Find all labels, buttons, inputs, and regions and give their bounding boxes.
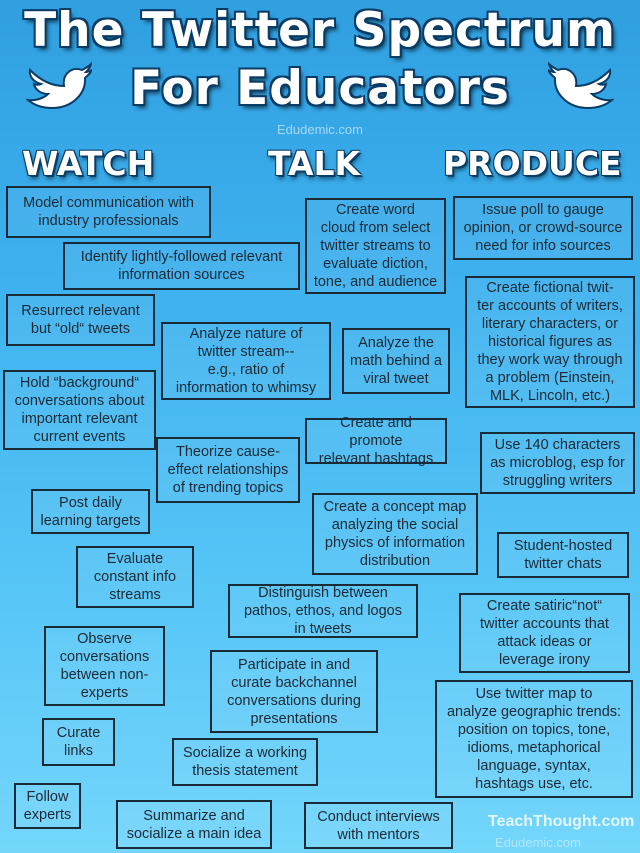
credit-bottom: Edudemic.com bbox=[495, 835, 581, 850]
spectrum-box: Create satiric“not“ twitter accounts tha… bbox=[459, 593, 630, 673]
spectrum-box: Post daily learning targets bbox=[31, 489, 150, 534]
spectrum-box: Create and promote relevant hashtags bbox=[305, 415, 447, 467]
page-title-line1: The Twitter Spectrum bbox=[24, 3, 616, 58]
spectrum-box: Issue poll to gauge opinion, or crowd-so… bbox=[453, 196, 633, 260]
spectrum-box: Evaluate constant info streams bbox=[76, 546, 194, 608]
spectrum-box: Summarize and socialize a main idea bbox=[116, 800, 272, 849]
spectrum-box: Student-hosted twitter chats bbox=[497, 532, 629, 578]
spectrum-box: Resurrect relevant but “old“ tweets bbox=[6, 294, 155, 346]
spectrum-box: Create a concept map analyzing the socia… bbox=[312, 493, 478, 575]
spectrum-box: Conduct interviews with mentors bbox=[304, 802, 453, 849]
spectrum-box: Create fictional twit- ter accounts of w… bbox=[465, 276, 635, 408]
spectrum-box: Model communication with industry profes… bbox=[6, 186, 211, 238]
brand-footer: TeachThought.com bbox=[488, 813, 635, 830]
spectrum-box: Use 140 characters as microblog, esp for… bbox=[480, 432, 635, 494]
spectrum-box: Analyze the math behind a viral tweet bbox=[342, 328, 450, 394]
page-title-line2: For Educators bbox=[130, 61, 510, 116]
spectrum-box: Hold “background“ conversations about im… bbox=[3, 370, 156, 450]
spectrum-box: Observe conversations between non- exper… bbox=[44, 626, 165, 706]
column-heading-produce: PRODUCE bbox=[443, 144, 622, 183]
spectrum-box: Analyze nature of twitter stream-- e.g.,… bbox=[161, 322, 331, 400]
spectrum-box: Curate links bbox=[42, 718, 115, 766]
spectrum-box: Create word cloud from select twitter st… bbox=[305, 198, 446, 294]
column-heading-watch: WATCH bbox=[22, 144, 155, 183]
spectrum-box: Theorize cause- effect relationships of … bbox=[156, 437, 300, 503]
twitter-bird-icon bbox=[26, 61, 92, 110]
spectrum-box: Use twitter map to analyze geographic tr… bbox=[435, 680, 633, 798]
credit-top: Edudemic.com bbox=[277, 122, 363, 137]
spectrum-box: Socialize a working thesis statement bbox=[172, 738, 318, 786]
spectrum-box: Identify lightly-followed relevant infor… bbox=[63, 242, 300, 290]
twitter-bird-icon bbox=[548, 61, 614, 110]
spectrum-box: Follow experts bbox=[14, 783, 81, 829]
spectrum-box: Distinguish between pathos, ethos, and l… bbox=[228, 584, 418, 638]
column-heading-talk: TALK bbox=[268, 144, 361, 183]
spectrum-box: Participate in and curate backchannel co… bbox=[210, 650, 378, 733]
